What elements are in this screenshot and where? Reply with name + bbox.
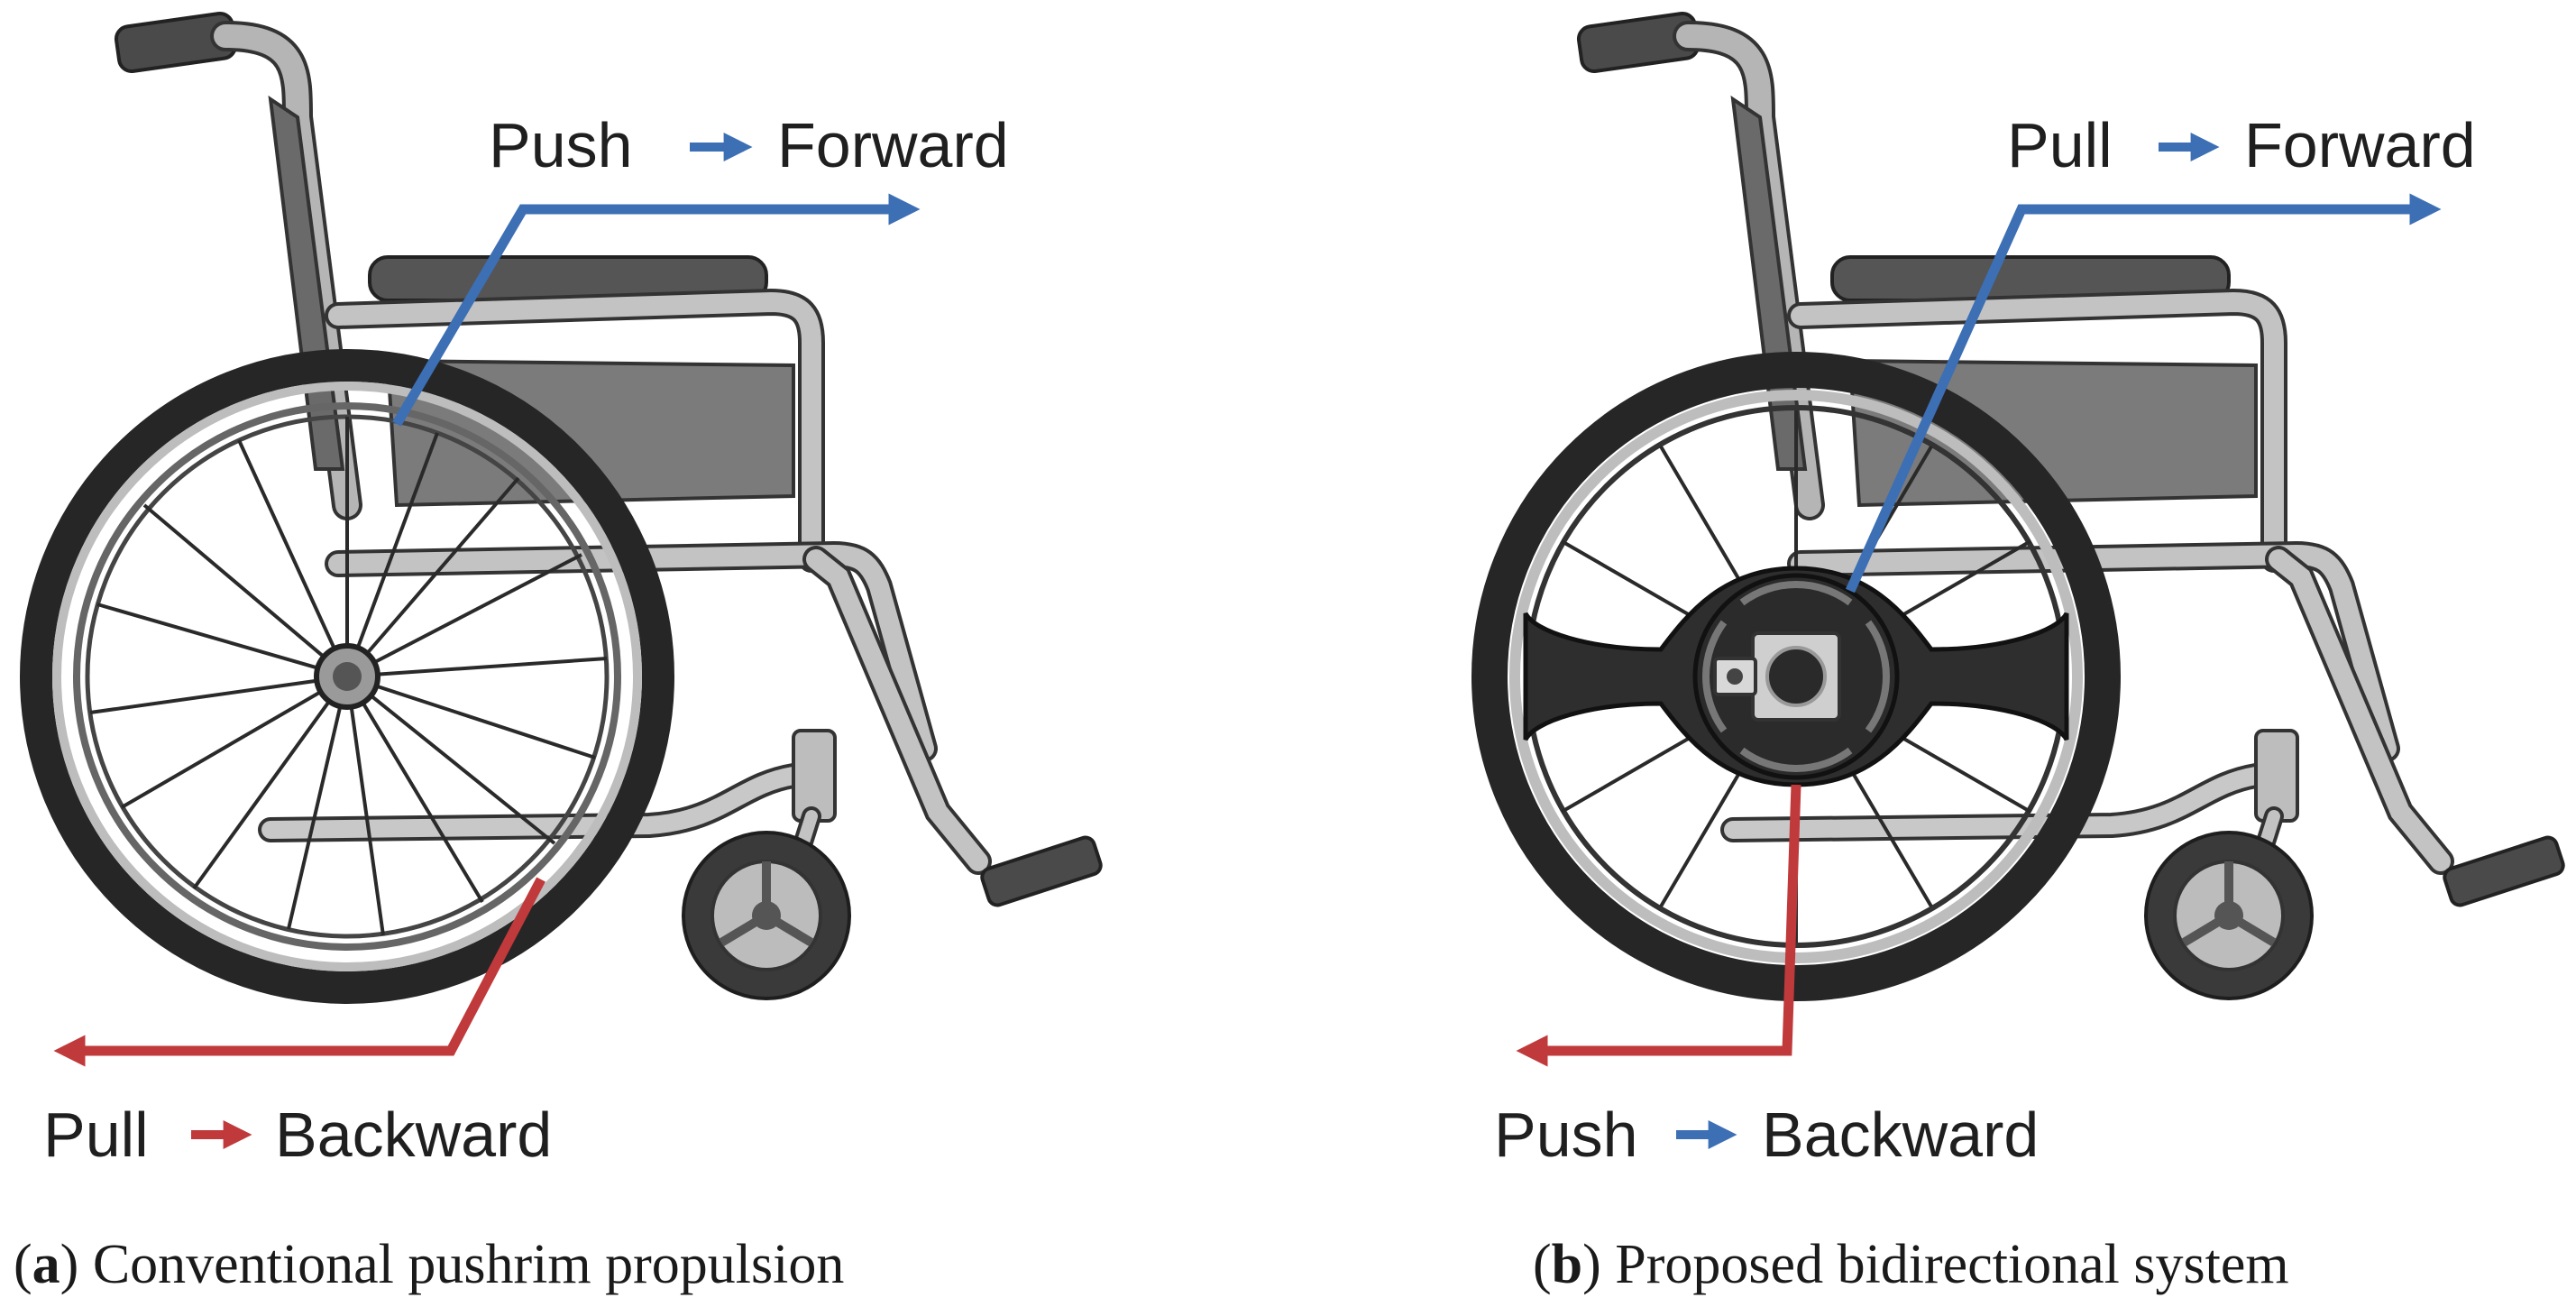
label-result: Forward bbox=[2244, 110, 2476, 180]
forward-arrow bbox=[1845, 193, 2442, 594]
top-label-b: Pull Forward bbox=[2007, 110, 2476, 180]
top-label-a: Push Forward bbox=[489, 110, 1009, 180]
panel-a: Push Forward Pull Backward (a) Conventio… bbox=[14, 12, 1103, 1295]
label-action: Push bbox=[489, 110, 633, 180]
rear-wheel-spoked bbox=[20, 349, 674, 1004]
backward-arrow bbox=[53, 877, 545, 1067]
backward-arrow bbox=[1516, 784, 1801, 1067]
panel-b: Pull Forward Push Backward (b) Proposed … bbox=[1471, 12, 2565, 1295]
caption-a: (a) Conventional pushrim propulsion bbox=[14, 1234, 844, 1295]
label-action: Pull bbox=[43, 1100, 149, 1170]
label-result: Forward bbox=[777, 110, 1009, 180]
label-result: Backward bbox=[1762, 1100, 2039, 1170]
label-action: Push bbox=[1494, 1100, 1638, 1170]
label-action: Pull bbox=[2007, 110, 2113, 180]
label-result: Backward bbox=[275, 1100, 552, 1170]
bottom-label-a: Pull Backward bbox=[43, 1100, 552, 1170]
bottom-label-b: Push Backward bbox=[1494, 1100, 2039, 1170]
forward-arrow bbox=[392, 193, 921, 427]
rear-wheel-motorized bbox=[1471, 352, 2121, 1001]
caption-b: (b) Proposed bidirectional system bbox=[1533, 1234, 2289, 1295]
